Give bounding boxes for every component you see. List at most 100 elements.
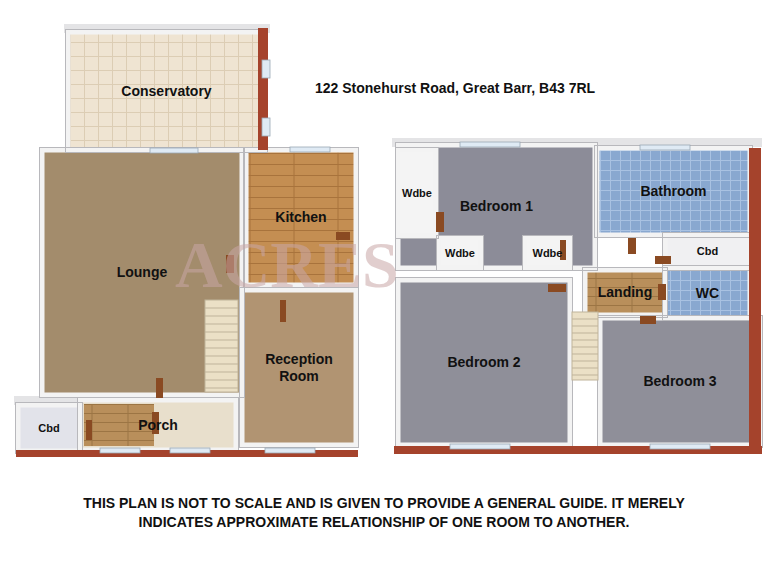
- room-label: Wdbe: [402, 187, 432, 200]
- room-floor: [597, 148, 750, 235]
- room-floor: [242, 290, 356, 445]
- window: [150, 148, 198, 153]
- stairs: [205, 300, 238, 392]
- room-wall: [18, 405, 80, 451]
- door: [655, 256, 671, 264]
- room-wall: [398, 145, 595, 268]
- room-wall: [665, 268, 750, 318]
- window: [650, 444, 710, 449]
- window: [265, 448, 315, 453]
- room: Bedroom 1WdbeWdbeWdbe: [398, 145, 595, 268]
- wall-edge: [663, 266, 753, 321]
- room-label: WC: [696, 285, 719, 301]
- wall-edge: [244, 148, 359, 288]
- room-wall: [242, 290, 356, 445]
- door: [628, 238, 636, 254]
- room-floor: [398, 150, 436, 236]
- room-floor: [600, 318, 760, 445]
- door: [226, 255, 234, 273]
- room: Wdbe: [439, 238, 481, 268]
- room-wall: [398, 280, 570, 445]
- wall-edge: [583, 268, 668, 318]
- wall-edge: [66, 30, 268, 153]
- room-label: Bedroom 3: [643, 373, 716, 389]
- room: Porch: [80, 400, 236, 450]
- room: Conservatory: [68, 32, 265, 150]
- wall-edge: [240, 288, 359, 448]
- door: [280, 300, 286, 322]
- room: Bedroom 2: [398, 280, 570, 445]
- room-wall: [80, 400, 236, 450]
- wall-edge: [598, 316, 763, 448]
- room-wall: [665, 235, 750, 268]
- room: Landing: [585, 270, 665, 315]
- room-floor: [42, 150, 242, 395]
- room-floor: [68, 32, 265, 150]
- window: [460, 142, 520, 147]
- window: [170, 448, 210, 453]
- wall-edge: [40, 148, 245, 398]
- window: [100, 448, 140, 453]
- disclaimer-caption: THIS PLAN IS NOT TO SCALE AND IS GIVEN T…: [64, 494, 704, 532]
- room: Cbd: [18, 405, 80, 451]
- room-label: Cbd: [697, 245, 718, 258]
- watermark: ACRES: [175, 232, 399, 298]
- room-label: Wdbe: [533, 247, 563, 260]
- room-wall: [398, 150, 436, 236]
- room-label: Cbd: [38, 422, 59, 435]
- wall-edge: [523, 236, 573, 271]
- stairs: [572, 312, 598, 380]
- plan-title: 122 Stonehurst Road, Great Barr, B43 7RL: [315, 80, 595, 96]
- door: [156, 378, 163, 398]
- room-wall: [246, 150, 356, 285]
- room-floor: [665, 235, 750, 268]
- room-label: Kitchen: [275, 209, 326, 225]
- room-floor: [398, 280, 570, 445]
- wall-edge: [396, 278, 573, 448]
- room-floor: [585, 270, 665, 315]
- room-floor: [246, 150, 356, 285]
- wall-edge: [78, 398, 239, 453]
- wall-edge: [396, 143, 598, 271]
- wall-edge: [16, 403, 83, 454]
- wall-edge: [595, 146, 753, 238]
- room: WC: [665, 268, 750, 318]
- room: Lounge: [42, 150, 242, 395]
- door: [658, 284, 666, 300]
- wall-edge: [396, 148, 439, 239]
- room-label: Conservatory: [121, 83, 211, 99]
- room-wall: [525, 238, 570, 268]
- room-floor: [525, 238, 570, 268]
- room-floor: [665, 268, 750, 318]
- room-wall: [68, 32, 265, 150]
- door: [86, 420, 92, 440]
- room: Reception Room: [242, 290, 356, 445]
- door: [640, 316, 656, 324]
- room-label: Porch: [138, 417, 178, 433]
- room-floor: [18, 405, 80, 451]
- room: Wdbe: [525, 238, 570, 268]
- room-wall: [585, 270, 665, 315]
- room-wall: [439, 238, 481, 268]
- wall-edge: [663, 233, 753, 271]
- brick-wall: [749, 148, 761, 446]
- room-label: Bedroom 2: [447, 354, 520, 370]
- room-wall: [600, 318, 760, 445]
- wall-edge: [437, 236, 484, 271]
- window: [450, 444, 510, 449]
- window: [262, 118, 270, 136]
- window: [262, 60, 270, 78]
- room-label: Bathroom: [640, 183, 706, 199]
- room-label: Wdbe: [445, 247, 475, 260]
- door: [336, 232, 350, 240]
- room: Cbd: [665, 235, 750, 268]
- room-label: Lounge: [117, 264, 168, 280]
- door: [436, 212, 444, 232]
- room-wall: [42, 150, 242, 395]
- room-wall: [597, 148, 750, 235]
- window: [640, 145, 690, 150]
- window: [290, 147, 330, 152]
- room: Wdbe: [398, 150, 436, 236]
- door: [548, 284, 566, 292]
